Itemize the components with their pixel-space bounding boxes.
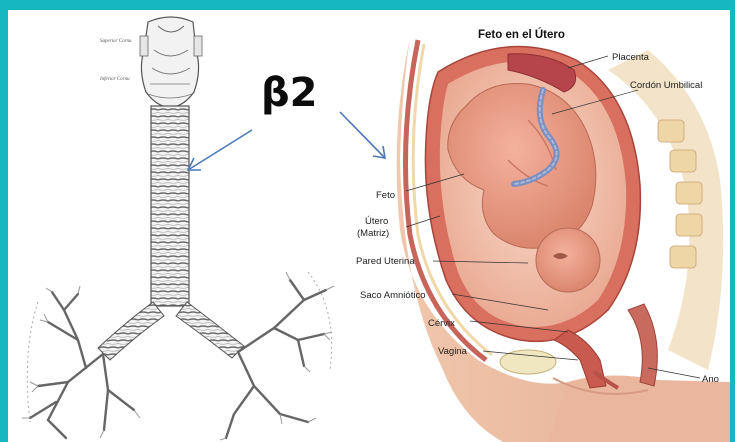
label-utero: Útero <box>365 216 388 227</box>
label-pared-uterina: Pared Uterina <box>356 256 415 267</box>
larynx-note-superior: Superior Cornu <box>100 39 132 44</box>
larynx-note-inferior: Inferior Cornu <box>99 77 130 82</box>
label-placenta: Placenta <box>612 52 650 63</box>
label-cordon-umbilical: Cordón Umbilical <box>630 80 702 91</box>
label-vagina: Vagina <box>438 346 468 357</box>
label-cervix: Cérvix <box>428 318 455 329</box>
anatomy-figure: Superior Cornu Inferior Cornu <box>8 10 730 442</box>
label-ano: Ano <box>702 374 719 385</box>
label-saco-amniotico: Saco Amniótico <box>360 290 425 301</box>
beta2-label: β2 <box>261 70 317 116</box>
label-matriz: (Matriz) <box>357 228 389 239</box>
label-feto: Feto <box>376 190 395 201</box>
uterus-illustration <box>397 38 730 442</box>
pointer-arrow-right <box>340 112 385 158</box>
image-panel: Superior Cornu Inferior Cornu <box>8 10 730 442</box>
figure-title: Feto en el Útero <box>478 28 565 41</box>
pointer-arrow-left <box>188 130 252 170</box>
